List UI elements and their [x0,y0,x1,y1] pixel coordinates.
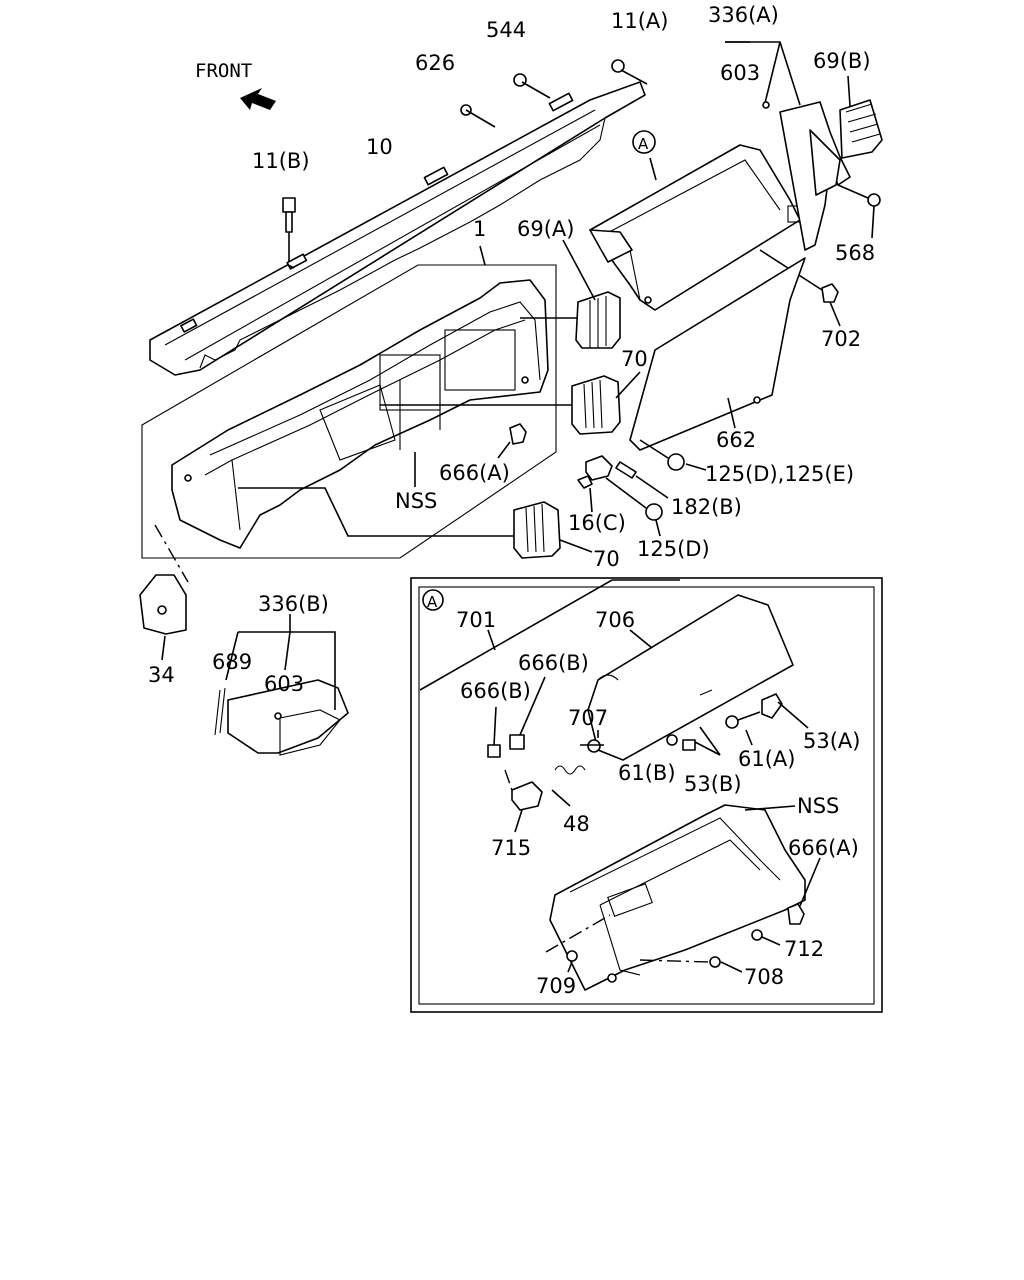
label-70-middle: 70 [621,347,648,371]
label-69b: 69(B) [813,49,871,73]
label-666b-upper: 666(B) [518,651,589,675]
inset-frame-inner [418,586,875,1005]
label-603-bottom: 603 [264,672,304,696]
fastener-125de [639,439,707,471]
label-nss-inset: NSS [797,794,839,818]
label-11a: 11(A) [611,9,668,33]
callout-labels: 544 11(A) 336(A) 626 603 69(B) 11(B) 10 … [148,3,875,998]
circle-a-main-label: A [638,135,649,153]
clip-666b-left [487,706,501,758]
screw-11a [611,59,648,85]
label-182b: 182(B) [671,495,742,519]
label-662: 662 [716,428,756,452]
screw-712 [751,929,781,946]
label-666a-inset: 666(A) [788,836,859,860]
label-712: 712 [784,937,824,961]
label-701: 701 [456,608,496,632]
label-666a-main: 666(A) [439,461,510,485]
label-336b: 336(B) [258,592,329,616]
clip-53b [682,739,696,751]
label-16c: 16(C) [568,511,626,535]
label-69a: 69(A) [517,217,574,241]
clip-53a [761,693,809,729]
label-70-bottom: 70 [593,547,620,571]
front-label: FRONT [195,60,252,82]
fastener-125d [605,477,663,537]
lower-cover-336b [214,679,349,756]
spring-48 [551,765,586,807]
vent-70-bottom [513,501,561,559]
label-702: 702 [821,327,861,351]
label-53b: 53(B) [684,772,742,796]
screw-568 [837,184,881,207]
inset-frame-outer [410,577,883,1013]
inset-circle-a: A [422,589,444,611]
lid-panel-662 [629,257,806,451]
vent-70-middle [571,375,621,435]
screw-61a [725,711,761,746]
label-706: 706 [595,608,635,632]
bolt-707 [580,730,604,753]
label-61a: 61(A) [738,747,795,771]
label-11b: 11(B) [252,149,310,173]
label-708: 708 [744,965,784,989]
label-53a: 53(A) [803,729,860,753]
label-666b-lower: 666(B) [460,679,531,703]
side-trim-336a [779,101,851,251]
label-568: 568 [835,241,875,265]
label-689: 689 [212,650,252,674]
vent-69a [575,291,621,349]
label-544: 544 [486,18,526,42]
label-48: 48 [563,812,590,836]
label-626: 626 [415,51,455,75]
latch-715 [511,781,543,833]
clip-666b-right [509,676,546,750]
clip-16c [577,455,613,489]
screw-182b [615,461,669,499]
label-715: 715 [491,836,531,860]
clip-666a [509,423,527,445]
label-709: 709 [536,974,576,998]
end-cap-34 [139,574,187,635]
instrument-panel-part-1 [171,279,549,549]
clip-666a-inset [787,857,821,925]
label-61b: 61(B) [618,761,676,785]
label-125d: 125(D) [637,537,710,561]
label-336a: 336(A) [708,3,779,27]
screw-709 [566,950,578,973]
label-34: 34 [148,663,175,687]
label-1: 1 [473,217,486,241]
front-direction-indicator: FRONT [195,60,276,110]
bolt-11b [282,197,296,262]
label-707: 707 [568,706,608,730]
inset-circle-a-label: A [427,593,438,611]
screw-626 [460,104,496,128]
circle-a-main: A [632,130,656,154]
label-10: 10 [366,135,393,159]
label-125de: 125(D),125(E) [705,462,854,486]
screw-61b [666,734,678,746]
screw-544 [513,73,551,99]
label-603-top: 603 [720,61,760,85]
upper-cover-part-10 [149,81,646,376]
assembly-boundary-part-1 [141,264,557,559]
front-arrow-icon [240,88,276,110]
label-nss-main: NSS [395,489,437,513]
screw-708 [709,956,743,973]
vent-69b [839,99,883,159]
connector-line-34 [154,524,189,583]
glove-box-lid-706 [587,594,794,761]
